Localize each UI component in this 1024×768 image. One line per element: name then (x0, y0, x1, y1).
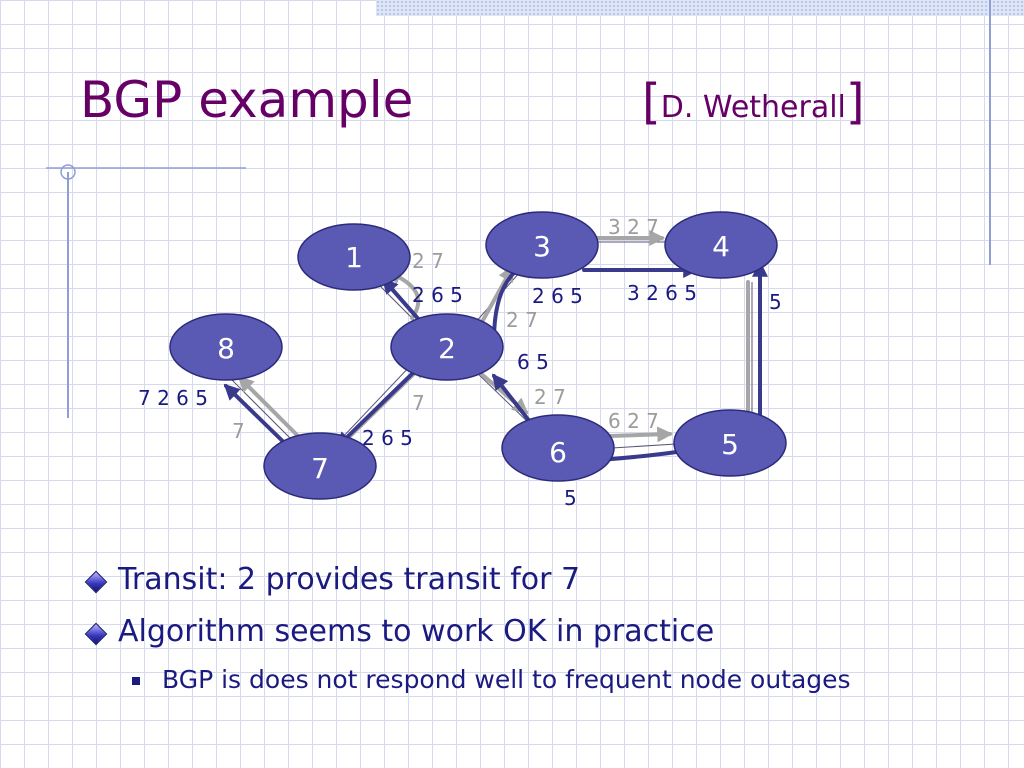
bullet-text: Transit: 2 provides transit for 7 (118, 562, 581, 597)
node-6-label: 6 (549, 436, 567, 469)
attribution-close-bracket: ] (845, 74, 865, 130)
path-label-3-2-7: 3 2 7 (608, 215, 659, 239)
link-2-6 (473, 369, 533, 427)
node-3-label: 3 (533, 230, 551, 263)
path-label-7-2-6-5: 7 2 6 5 (138, 386, 208, 410)
node-7-label: 7 (311, 452, 329, 485)
path-label-2-7-c: 2 7 (534, 385, 566, 409)
path-label-2-6-5-b: 2 6 5 (532, 284, 583, 308)
node-5-shape (673, 409, 787, 477)
diamond-bullet-icon (84, 622, 108, 646)
path-label-2-7-b: 2 7 (506, 308, 538, 332)
node-6-shape (501, 414, 615, 482)
sub-bullet-text: BGP is does not respond well to frequent… (162, 665, 851, 694)
path-label-3-2-6-5: 3 2 6 5 (627, 281, 697, 305)
node-4-shape (664, 211, 778, 279)
bullet-item: Transit: 2 provides transit for 7 (84, 560, 984, 600)
path-label-5-b: 5 (564, 486, 577, 510)
bullet-list: Transit: 2 provides transit for 7 Algori… (84, 560, 984, 696)
link-2-7 (339, 363, 413, 441)
node-1-shape (297, 223, 411, 291)
path-label-6-5: 6 5 (517, 350, 549, 374)
path-label-2-6-5-a: 2 6 5 (412, 283, 463, 307)
node-2-shape (390, 313, 504, 381)
arrow-6-to-5 (608, 426, 674, 443)
link-6-5 (611, 443, 677, 449)
node-8-label: 8 (217, 332, 235, 365)
node-1-label: 1 (345, 241, 363, 274)
node-4-label: 4 (712, 230, 730, 263)
path-label-5-a: 5 (769, 290, 782, 314)
attribution-open-bracket: [ (642, 74, 661, 130)
path-label-7-b: 7 (232, 419, 245, 443)
sub-bullet-item: BGP is does not respond well to frequent… (132, 664, 984, 696)
attribution-name: D. Wetherall (660, 90, 846, 125)
square-bullet-icon (132, 677, 140, 685)
path-label-2-7-a: 2 7 (412, 249, 444, 273)
arrow-2-to-3 (480, 265, 514, 324)
node-5-label: 5 (721, 428, 739, 461)
arrow-2-to-7 (335, 368, 418, 449)
path-label-7-a: 7 (412, 391, 425, 415)
node-2-label: 2 (438, 332, 456, 365)
as-nodes (169, 211, 787, 500)
path-label-2-6-5-c: 2 6 5 (362, 426, 413, 450)
bullet-item: Algorithm seems to work OK in practice (84, 612, 984, 652)
attribution: [D. Wetherall] (642, 78, 865, 126)
as-node-labels: 1 2 3 4 5 6 7 8 (217, 230, 739, 485)
bullet-text: Algorithm seems to work OK in practice (118, 614, 715, 649)
node-3-shape (485, 211, 599, 279)
node-7-shape (263, 432, 377, 500)
slide-title: BGP example (80, 71, 414, 129)
crosshair-icon (60, 164, 76, 180)
diamond-bullet-icon (84, 570, 108, 594)
header-decoration-band (376, 0, 1024, 16)
node-8-shape (169, 313, 283, 381)
path-labels: 2 7 2 6 5 3 2 7 2 6 5 3 2 6 5 2 7 5 6 5 … (138, 215, 782, 510)
path-label-6-2-7: 6 2 7 (608, 409, 659, 433)
arrow-7-to-8 (237, 375, 306, 444)
